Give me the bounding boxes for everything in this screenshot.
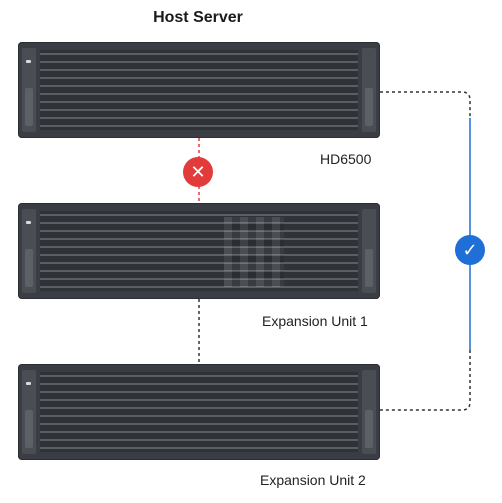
error-icon: ✕ [183, 157, 213, 187]
vent-slats [40, 211, 358, 291]
vent-slats [40, 50, 358, 130]
handle-icon [25, 410, 33, 448]
status-led-icon [26, 60, 31, 63]
handle-icon [25, 249, 33, 287]
pixelated-area [224, 217, 284, 287]
check-icon: ✓ [455, 235, 485, 265]
vent-slats [40, 372, 358, 452]
host-server-chassis [18, 42, 380, 138]
right-rack-ear [362, 48, 376, 132]
status-led-icon [26, 221, 31, 224]
expansion-unit-1-label: Expansion Unit 1 [262, 313, 368, 329]
host-server-label: HD6500 [320, 151, 372, 167]
handle-icon [365, 410, 373, 448]
diagram-title: Host Server [153, 9, 243, 26]
expansion-unit-2-chassis [18, 364, 380, 460]
handle-icon [365, 249, 373, 287]
left-rack-ear [22, 370, 36, 454]
expansion-unit-1-chassis [18, 203, 380, 299]
right-rack-ear [362, 370, 376, 454]
handle-icon [365, 88, 373, 126]
left-rack-ear [22, 209, 36, 293]
link-loop-dashed-bottom [380, 350, 471, 411]
handle-icon [25, 88, 33, 126]
link-loop-dashed-top [380, 91, 471, 118]
expansion-unit-2-label: Expansion Unit 2 [260, 472, 366, 488]
left-rack-ear [22, 48, 36, 132]
right-rack-ear [362, 209, 376, 293]
status-led-icon [26, 382, 31, 385]
